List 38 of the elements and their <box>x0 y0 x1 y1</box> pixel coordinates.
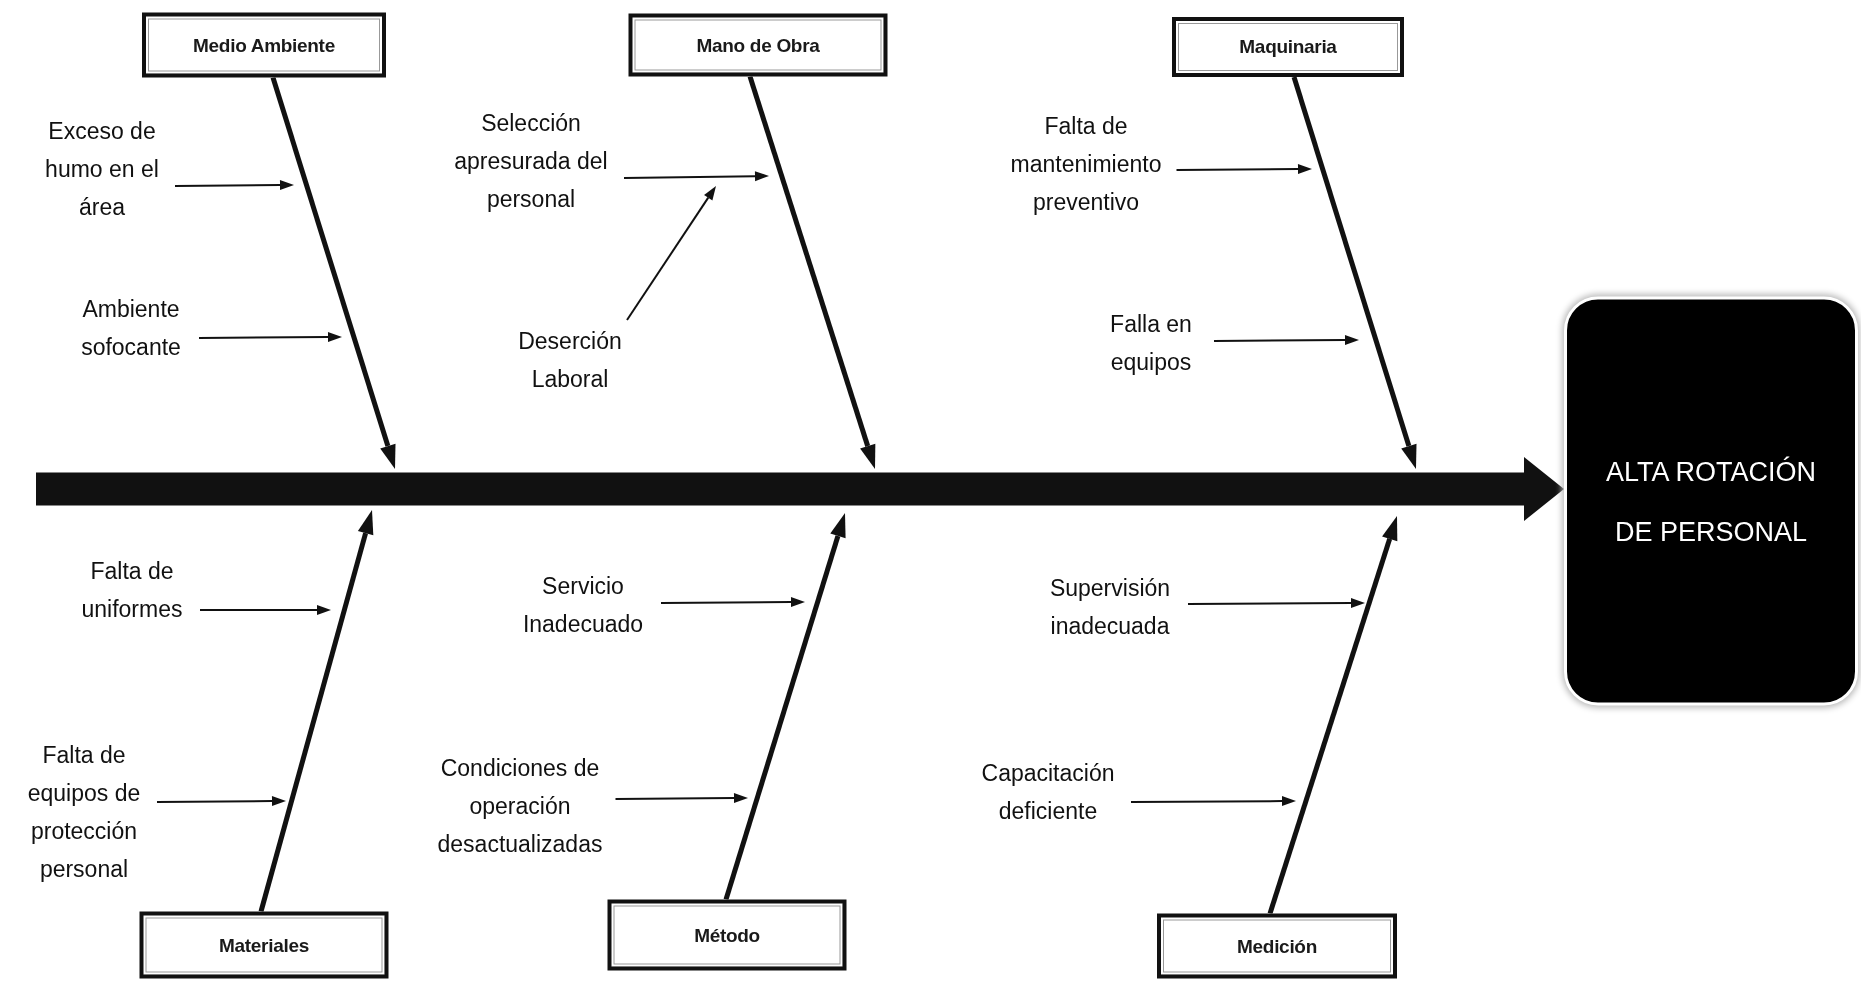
cause-text: Falta de equipos de protección personal <box>14 736 154 888</box>
effect-box: ALTA ROTACIÓN DE PERSONAL <box>1564 296 1858 706</box>
category-box: Materiales <box>139 911 389 979</box>
arrow <box>174 180 294 191</box>
arrow <box>1291 76 1417 469</box>
arrow <box>198 332 342 343</box>
cause-text: Falta de mantenimiento preventivo <box>998 107 1174 221</box>
arrow <box>1267 516 1398 915</box>
arrow <box>626 186 716 321</box>
category-box: Medición <box>1157 913 1397 979</box>
cause-text: Supervisión inadecuada <box>1035 569 1185 645</box>
arrow <box>199 605 331 615</box>
cause-text: Exceso de humo en el área <box>32 112 172 226</box>
cause-text: Falla en equipos <box>1091 305 1211 381</box>
arrow <box>614 793 748 804</box>
cause-text: Ambiente sofocante <box>66 290 196 366</box>
arrow <box>258 510 374 913</box>
cause-text: Servicio Inadecuado <box>508 567 658 643</box>
cause-text: Selección apresurada del personal <box>441 104 621 218</box>
arrow <box>1130 796 1296 807</box>
cause-text: Condiciones de operación desactualizadas <box>427 749 613 863</box>
arrow <box>1175 164 1312 175</box>
cause-text: Falta de uniformes <box>67 552 197 628</box>
arrow <box>623 171 769 182</box>
category-box: Método <box>607 899 847 971</box>
cause-text: Deserción Laboral <box>505 322 635 398</box>
cause-text: Capacitación deficiente <box>968 754 1128 830</box>
arrow <box>270 76 396 469</box>
arrow <box>723 513 846 901</box>
category-box: Maquinaria <box>1172 17 1404 77</box>
category-box: Mano de Obra <box>628 13 888 77</box>
arrow <box>36 457 1564 521</box>
arrow <box>660 597 805 608</box>
arrow <box>747 75 876 469</box>
category-box: Medio Ambiente <box>142 12 386 78</box>
arrow <box>1187 598 1365 609</box>
arrow <box>1213 335 1359 346</box>
arrow <box>156 796 286 807</box>
